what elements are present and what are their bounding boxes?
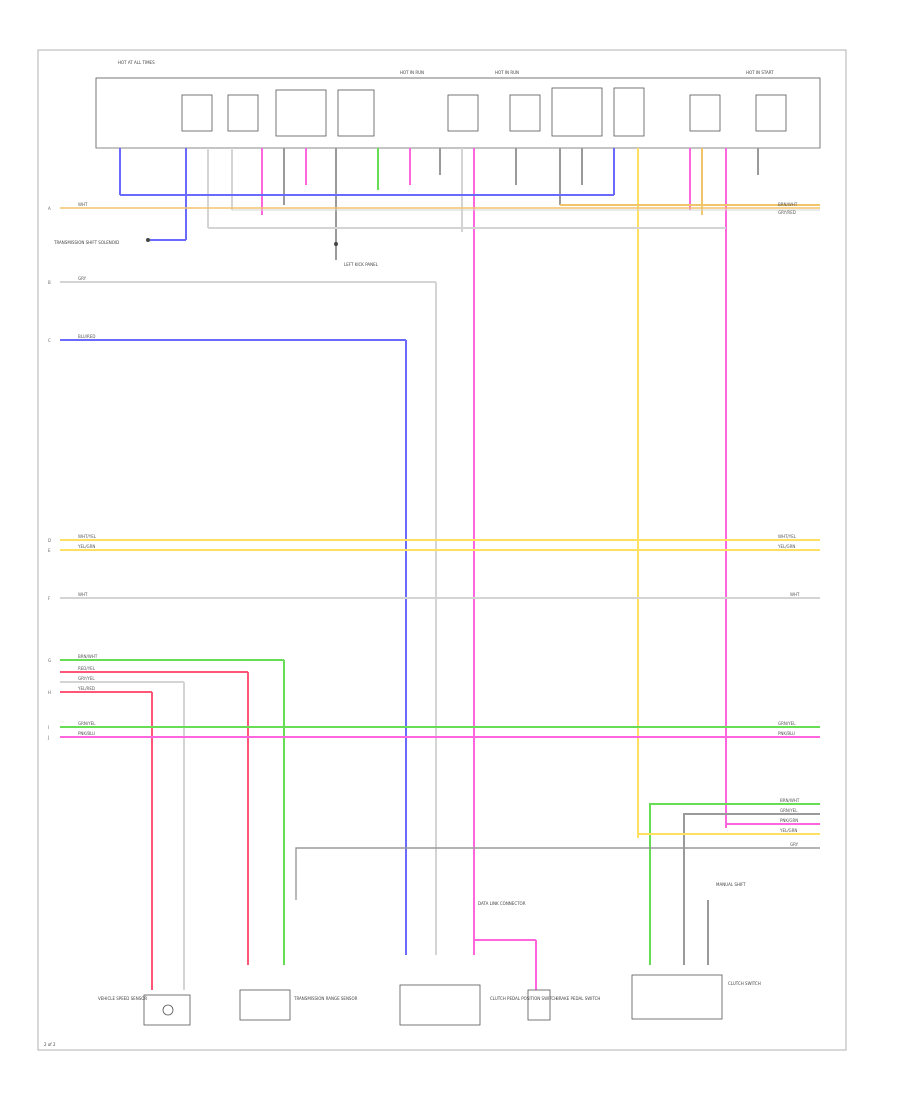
wire-label-w2: GRY	[78, 276, 87, 281]
ground-symbol	[146, 238, 150, 242]
wire-label-w6a: BRN/WHT	[78, 654, 98, 659]
ground-label: TRANSMISSION SHIFT SOLENOID	[53, 240, 119, 245]
fuse-drop-wires	[119, 148, 759, 955]
left-pin-letters: A B C D E F G H I J	[47, 206, 51, 740]
wire-label-r3: PNK/GRN	[780, 818, 798, 823]
wire-label-w7b: PNK/BLU	[78, 731, 95, 736]
wire-label-r1: BRN/WHT	[780, 798, 800, 803]
fuse-elements	[181, 87, 787, 137]
bottom-component-1	[143, 994, 191, 1026]
bottom-label-1: VEHICLE SPEED SENSOR	[98, 996, 147, 1001]
splice-point	[334, 242, 338, 246]
wire-label-w6d: YEL/RED	[77, 686, 95, 691]
top-label-group-2: HOT IN RUN	[495, 70, 519, 75]
fuse-box-outline	[95, 77, 821, 149]
wire-label-w3: BLU/RED	[78, 334, 95, 339]
wire-label-w1-right-b: GRY/RED	[778, 210, 796, 215]
right-wire-runs	[295, 803, 820, 990]
wire-label-w4a-right: WHT/YEL	[778, 534, 797, 539]
bottom-label-3: CLUTCH PEDAL POSITION SWITCH	[490, 996, 557, 1001]
svg-text:H: H	[48, 690, 51, 695]
bottom-label-5: CLUTCH SWITCH	[728, 981, 761, 986]
svg-text:A: A	[48, 206, 51, 211]
bottom-label-4: BRAKE PEDAL SWITCH	[556, 996, 600, 1001]
top-label-group-1: HOT IN RUN	[400, 70, 424, 75]
bottom-label-2: TRANSMISSION RANGE SENSOR	[293, 996, 358, 1001]
wire-label-w6b: RED/YEL	[78, 666, 96, 671]
wire-label-r5: GRY	[790, 842, 799, 847]
diagram-border	[37, 49, 847, 1051]
svg-text:E: E	[48, 548, 51, 553]
svg-text:F: F	[48, 596, 51, 601]
top-routing-wires	[120, 194, 820, 260]
wire-label-r2: GRN/YEL	[780, 808, 798, 813]
tap-label: LEFT KICK PANEL	[344, 262, 379, 267]
wire-label-w7a-right: GRN/YEL	[778, 721, 796, 726]
left-wire-runs	[60, 207, 820, 990]
wire-label-w1: WHT	[78, 202, 88, 207]
bottom-component-4	[527, 989, 551, 1021]
wire-label-w4a: WHT/YEL	[78, 534, 97, 539]
center-note: DATA LINK CONNECTOR	[478, 901, 526, 906]
wire-label-w5: WHT	[78, 592, 88, 597]
top-label-group-3: HOT IN START	[746, 70, 774, 75]
bottom-component-3	[399, 984, 481, 1026]
wire-label-w7b-right: PNK/BLU	[778, 731, 795, 736]
wire-label-w4b: YEL/GRN	[77, 544, 95, 549]
wire-label-w4b-right: YEL/GRN	[777, 544, 795, 549]
note-manual-shift: MANUAL SHIFT	[716, 882, 746, 887]
svg-text:C: C	[48, 338, 51, 343]
wire-label-r4: YEL/GRN	[779, 828, 797, 833]
wire-label-w1-right: BRN/WHT	[778, 202, 798, 207]
svg-text:D: D	[48, 538, 51, 543]
svg-text:J: J	[47, 735, 49, 740]
svg-text:I: I	[48, 725, 49, 730]
top-label-left: HOT AT ALL TIMES	[118, 60, 155, 65]
svg-text:G: G	[48, 658, 51, 663]
wire-label-w7a: GRN/YEL	[78, 721, 96, 726]
bottom-component-5	[631, 974, 723, 1020]
svg-text:B: B	[48, 280, 51, 285]
wire-label-w5-right: WHT	[790, 592, 800, 597]
bottom-component-2	[239, 989, 291, 1021]
page-number: 2 of 2	[44, 1042, 56, 1047]
wire-label-w6c: GRY/YEL	[78, 676, 95, 681]
